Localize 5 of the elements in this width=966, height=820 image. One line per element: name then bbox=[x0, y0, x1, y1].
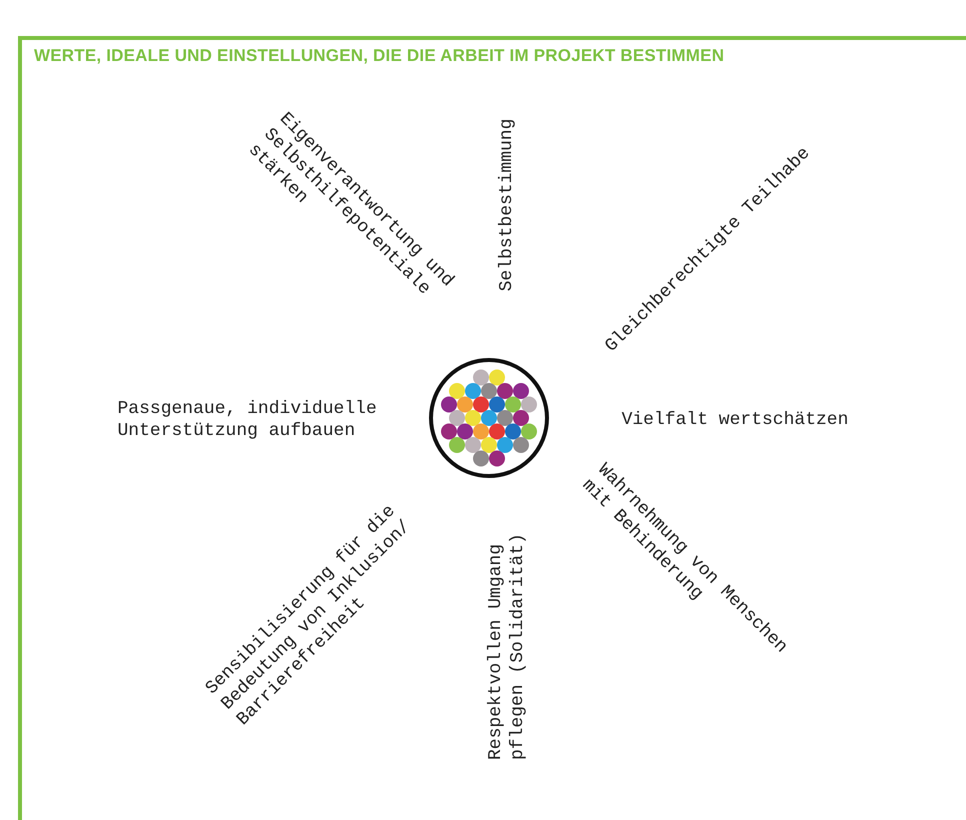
value-text: Respektvollen Umgang pflegen (Solidarität) bbox=[485, 532, 529, 760]
value-text: Passgenaue, individuelle Unterstützung aufbauen bbox=[118, 398, 378, 442]
value-text: Selbstbestimmung bbox=[496, 118, 518, 292]
title: WERTE, IDEALE UND EINSTELLUNGEN, DIE DIE ARBEIT IM PROJEKT BESTIMMEN bbox=[34, 46, 724, 66]
value-text: Vielfalt wertschätzen bbox=[622, 409, 848, 431]
